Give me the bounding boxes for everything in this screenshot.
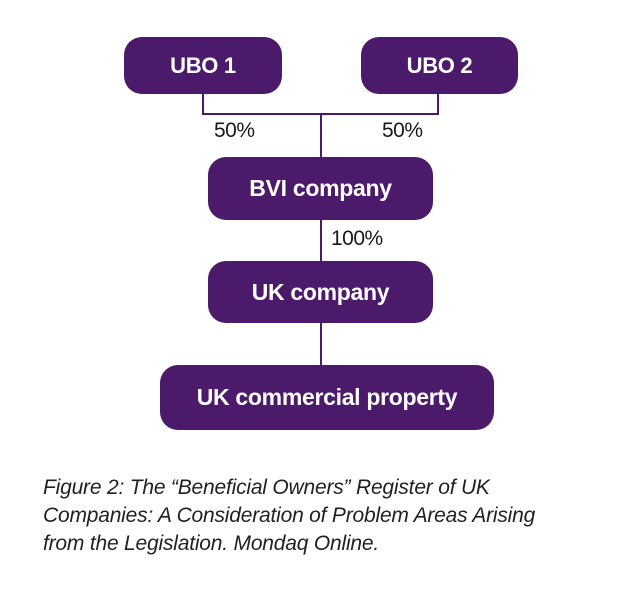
node-ubo1: UBO 1 (124, 37, 282, 94)
edge-label-ubo1-share: 50% (214, 119, 255, 142)
figure-caption-line1: Figure 2: The “Beneficial Owners” Regist… (43, 476, 490, 499)
connector-uk-to-property (320, 323, 322, 365)
node-uk-commercial-property: UK commercial property (160, 365, 494, 430)
node-uk-company: UK company (208, 261, 433, 323)
node-bvi-company-label: BVI company (249, 175, 392, 201)
connector-ubo1-stub (202, 94, 204, 115)
figure-caption-line3: from the Legislation. Mondaq Online. (43, 532, 379, 555)
figure-caption: Figure 2: The “Beneficial Owners” Regist… (43, 474, 588, 558)
node-ubo2-label: UBO 2 (406, 52, 473, 78)
node-bvi-company: BVI company (208, 157, 433, 220)
node-uk-company-label: UK company (251, 278, 390, 305)
connector-horizontal-bar (202, 113, 439, 115)
edge-label-ubo2-share: 50% (382, 119, 423, 142)
connector-to-bvi (320, 115, 322, 157)
node-ubo2: UBO 2 (361, 37, 518, 94)
figure-caption-line2: Companies: A Consideration of Problem Ar… (43, 504, 536, 527)
node-uk-commercial-property-label: UK commercial property (196, 384, 458, 410)
node-ubo1-label: UBO 1 (170, 52, 236, 78)
connector-ubo2-stub (437, 94, 439, 115)
edge-label-bvi-share: 100% (331, 227, 383, 250)
connector-bvi-to-uk (320, 220, 322, 261)
